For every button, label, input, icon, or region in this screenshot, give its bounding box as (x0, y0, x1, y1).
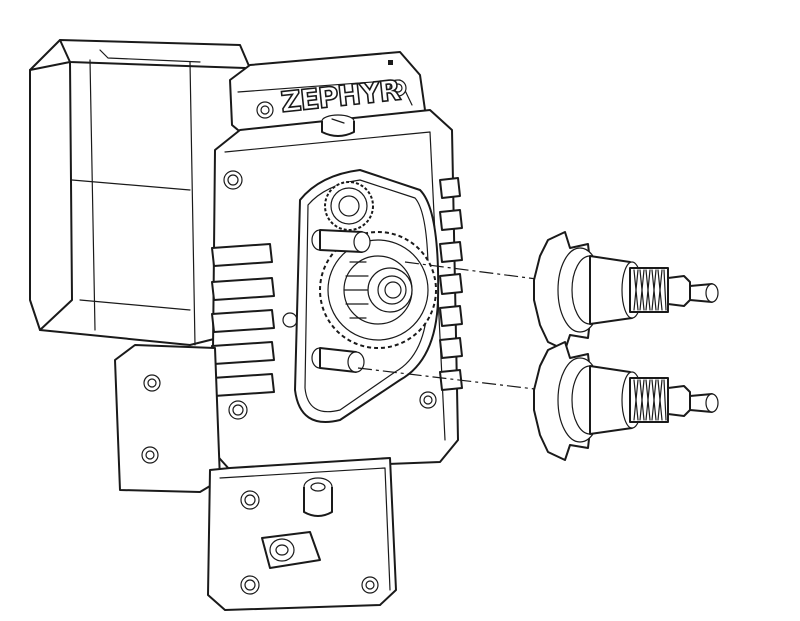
idler-shaft-bottom (311, 347, 365, 373)
assembly-axis-bottom (357, 367, 561, 393)
hobbed-knurl-top (629, 267, 669, 313)
gear-train (311, 181, 437, 373)
main-drive-gear (319, 231, 437, 349)
drive-gear-assembly-top (533, 231, 719, 351)
cooling-fins-right (439, 177, 463, 391)
pinion-gear (324, 181, 374, 231)
cooling-fins-left (211, 243, 275, 397)
hobbed-knurl-bottom (629, 377, 669, 423)
mounting-bracket (114, 344, 397, 611)
idler-shaft-top (311, 229, 371, 253)
drive-gear-assembly-bottom (533, 341, 719, 461)
